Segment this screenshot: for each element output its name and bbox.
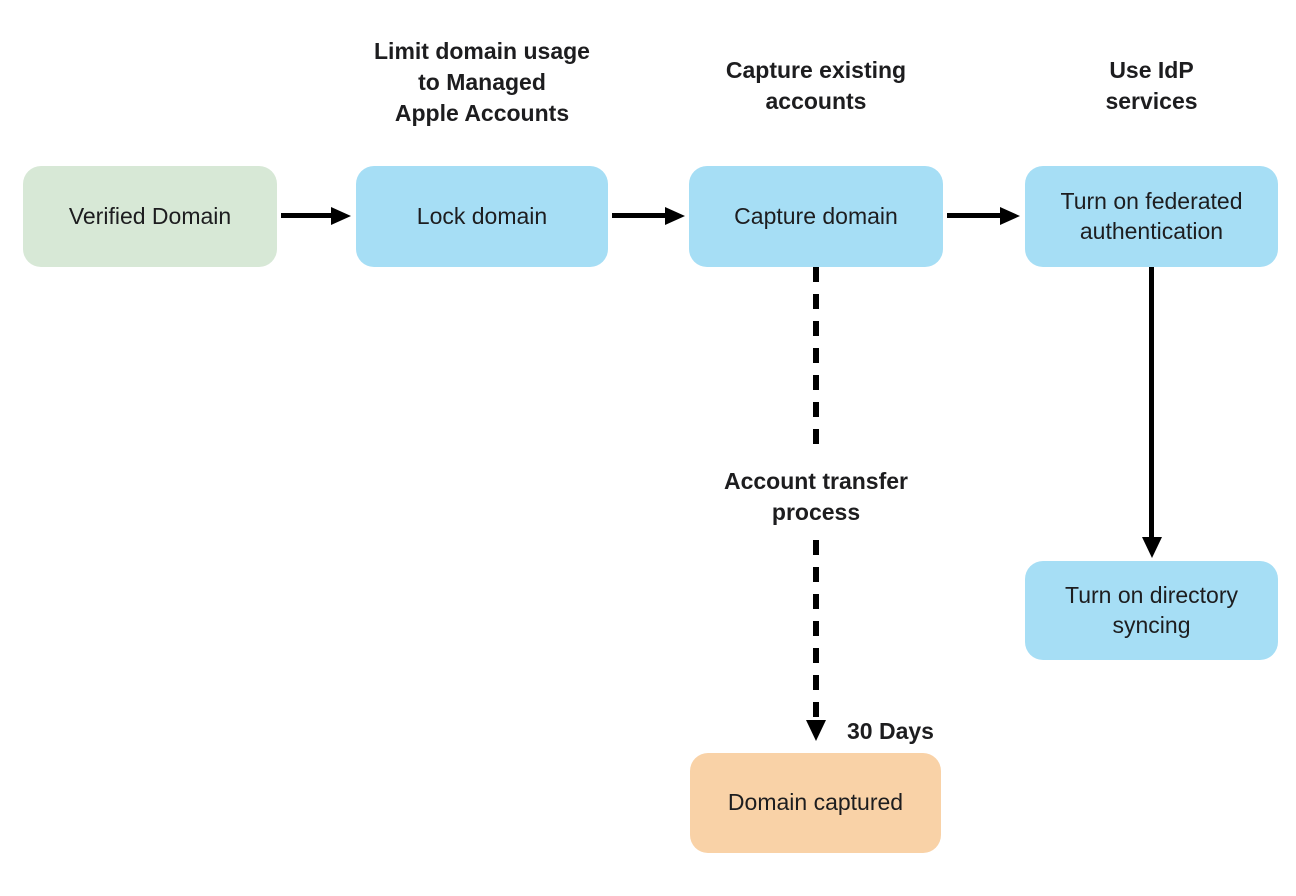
dashed-arrow-capture-to-captured-upper <box>813 267 819 451</box>
caption-limit-domain-usage: Limit domain usage to Managed Apple Acco… <box>374 38 590 126</box>
caption-capture-existing-accounts: Capture existing accounts <box>725 57 907 114</box>
arrow-federated-to-directory-syncing <box>1149 267 1154 537</box>
arrow-verified-to-lock <box>281 213 331 218</box>
caption-30-days: 30 Days <box>847 718 934 744</box>
node-verified-domain: Verified Domain <box>23 166 277 267</box>
node-turn-on-directory-syncing: Turn on directory syncing <box>1025 561 1278 660</box>
dashed-arrow-capture-to-captured-lower <box>813 540 819 720</box>
node-lock-domain: Lock domain <box>356 166 608 267</box>
arrow-lock-to-capture <box>612 213 665 218</box>
arrow-capture-to-federated <box>947 213 1000 218</box>
caption-use-idp-services: Use IdP services <box>1105 57 1198 114</box>
node-turn-on-federated-authentication: Turn on federated authentication <box>1025 166 1278 267</box>
caption-account-transfer-process: Account transfer process <box>723 468 909 525</box>
node-capture-domain: Capture domain <box>689 166 943 267</box>
node-domain-captured: Domain captured <box>690 753 941 853</box>
